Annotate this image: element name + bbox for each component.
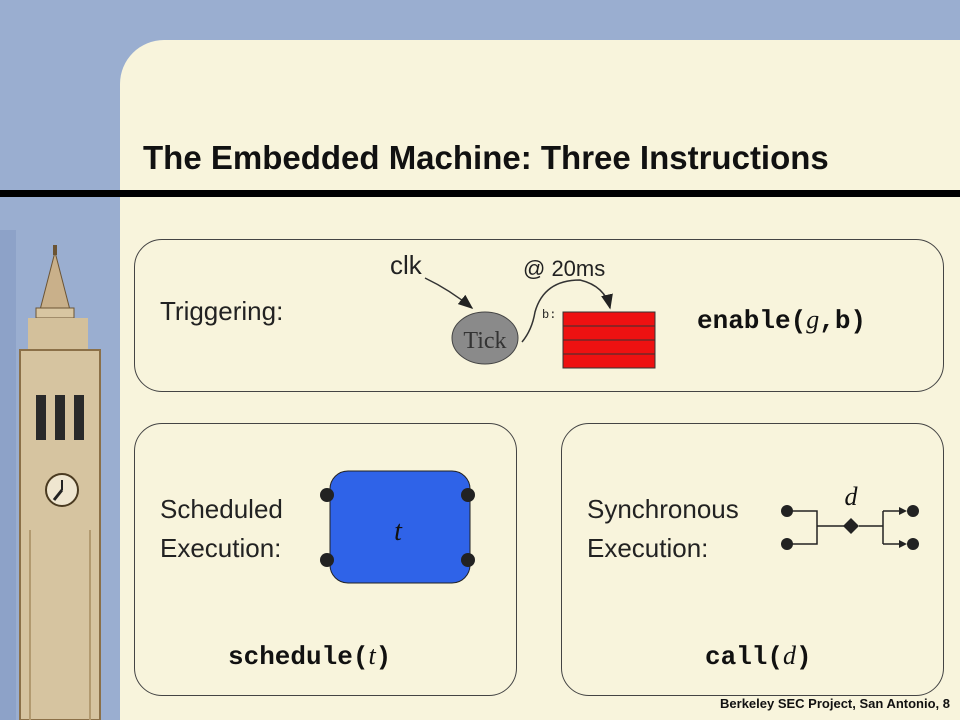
schedule-instruction: schedule(t)	[228, 641, 392, 672]
triggering-diagram: clk @ 20ms Tick b:	[390, 250, 656, 369]
call-instruction: call(d)	[705, 641, 812, 672]
task-port-top-left	[320, 488, 334, 502]
synchronous-panel	[561, 423, 944, 696]
task-box	[329, 470, 471, 584]
driver-diamond	[843, 518, 859, 534]
campanile-tower-image	[0, 230, 120, 720]
tick-label: Tick	[463, 328, 506, 354]
trigger-arrow	[521, 279, 613, 343]
slide-title: The Embedded Machine: Three Instructions	[143, 139, 829, 176]
synchronous-label-line2: Execution:	[587, 533, 709, 563]
driver-output-bottom	[907, 538, 919, 550]
b-label: b:	[542, 308, 556, 322]
task-port-bottom-right	[461, 553, 475, 567]
task-label: t	[394, 516, 403, 547]
red-stack	[562, 311, 656, 369]
task-port-bottom-left	[320, 553, 334, 567]
scheduled-label-line2: Execution:	[160, 533, 282, 563]
title-divider	[0, 190, 960, 197]
slide-footer: Berkeley SEC Project, San Antonio, 8	[720, 696, 950, 711]
clk-label: clk	[390, 250, 423, 280]
scheduled-label-line1: Scheduled	[160, 494, 283, 524]
driver-diagram: d	[781, 482, 919, 550]
triggering-label: Triggering:	[160, 296, 284, 326]
driver-output-top	[907, 505, 919, 517]
clk-arrow	[424, 277, 474, 309]
triggering-panel	[134, 239, 944, 392]
tick-node	[451, 311, 519, 365]
time-label: @ 20ms	[523, 256, 605, 281]
synchronous-label-line1: Synchronous	[587, 494, 739, 524]
enable-instruction: enable(g,b)	[697, 305, 867, 336]
task-port-top-right	[461, 488, 475, 502]
driver-label: d	[845, 482, 859, 511]
task-diagram: t	[320, 470, 475, 584]
